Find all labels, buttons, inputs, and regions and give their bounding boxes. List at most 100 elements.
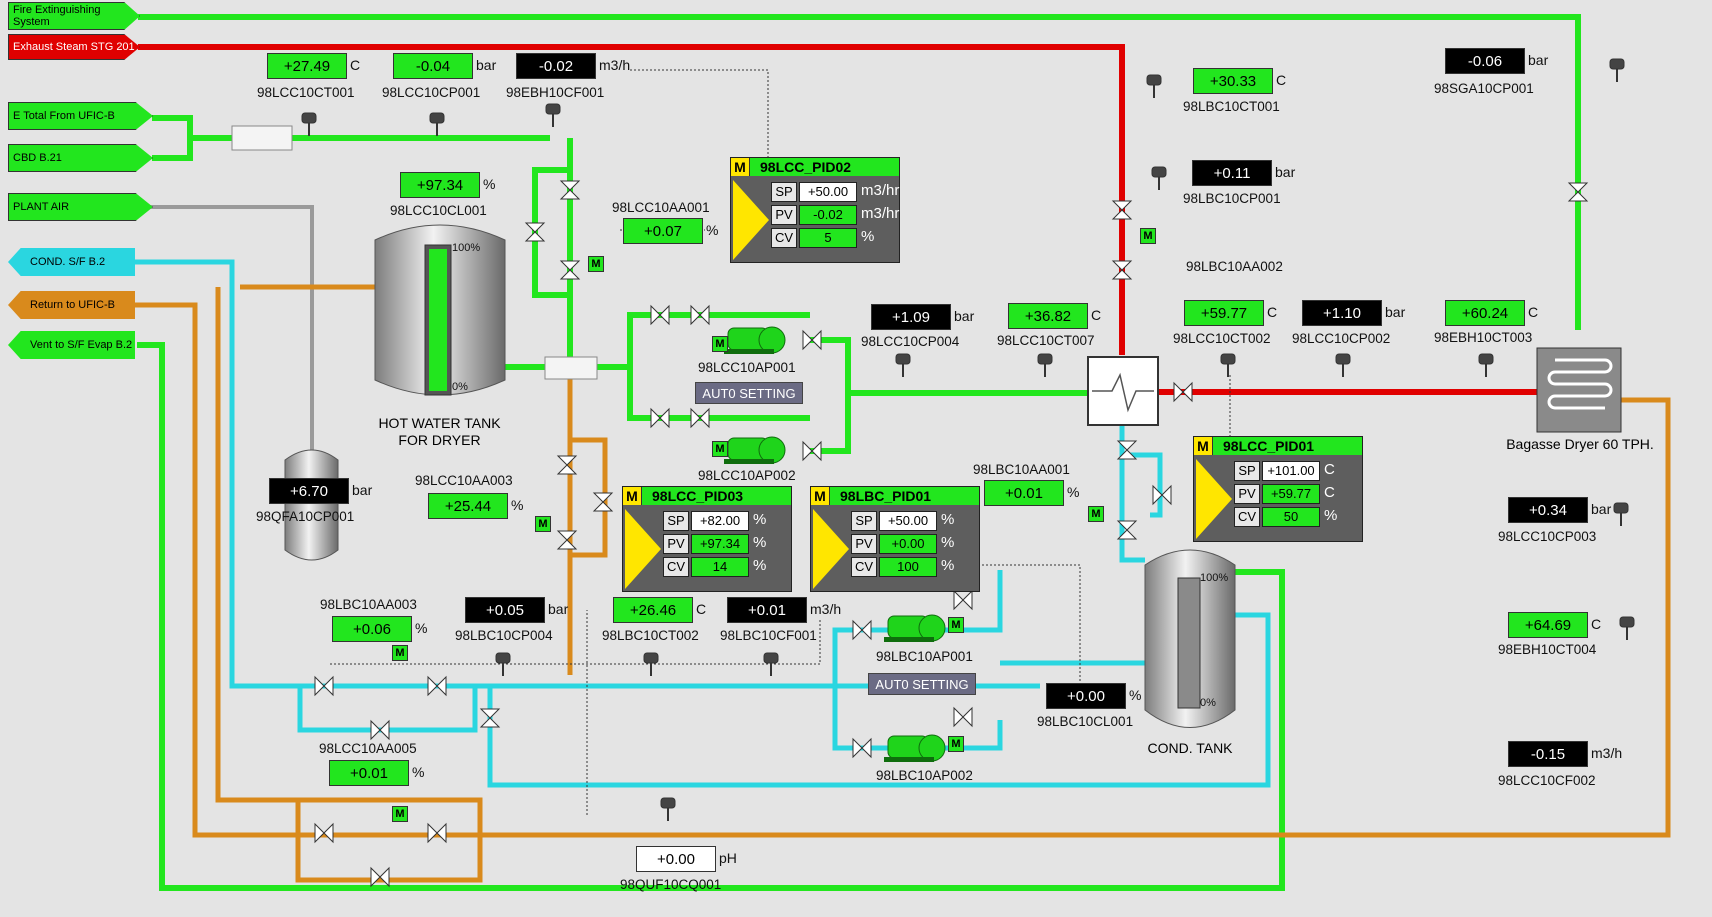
valve-icon[interactable]: [1173, 381, 1193, 403]
pid-value[interactable]: 5: [799, 228, 857, 248]
valve-icon[interactable]: [370, 719, 390, 741]
value-display-lbc-ct001[interactable]: +30.33: [1193, 68, 1273, 94]
sensor-icon[interactable]: [301, 112, 317, 136]
valve-icon[interactable]: [852, 619, 872, 641]
pid-value[interactable]: +82.00: [691, 511, 749, 531]
sensor-icon[interactable]: [660, 797, 676, 821]
pid-value[interactable]: 100: [879, 557, 937, 577]
value-display-quf-cq001[interactable]: +0.00: [636, 846, 716, 872]
pid-value[interactable]: +59.77: [1262, 484, 1320, 504]
valve-icon[interactable]: [650, 304, 670, 326]
valve-icon[interactable]: [370, 866, 390, 888]
valve-icon[interactable]: [802, 440, 822, 462]
value-display-lbc-cp004[interactable]: +0.05: [465, 597, 545, 623]
valve-icon[interactable]: [427, 675, 447, 697]
sensor-icon[interactable]: [1613, 502, 1629, 526]
value-display-sga-cp001[interactable]: -0.06: [1445, 48, 1525, 74]
value-display-lcc-aa005[interactable]: +0.01: [329, 760, 409, 786]
sensor-icon[interactable]: [1619, 616, 1635, 640]
pid-mode-badge[interactable]: M: [731, 158, 750, 176]
auto-setting-button-lbc[interactable]: AUT0 SETTING: [868, 673, 976, 695]
sensor-icon[interactable]: [763, 652, 779, 676]
valve-icon[interactable]: [559, 180, 581, 200]
pid-mode-badge[interactable]: M: [811, 487, 830, 505]
pid-value[interactable]: 14: [691, 557, 749, 577]
sensor-icon[interactable]: [429, 112, 445, 136]
value-display-lcc-cf002[interactable]: -0.15: [1508, 741, 1588, 767]
value-display-lbc-cp001[interactable]: +0.11: [1192, 160, 1272, 186]
value-display-lcc-ct002[interactable]: +59.77: [1184, 300, 1264, 326]
value-display-lbc-aa003[interactable]: +0.06: [332, 616, 412, 642]
valve-icon[interactable]: [427, 822, 447, 844]
valve-icon[interactable]: [690, 407, 710, 429]
value-display-lcc-cp004[interactable]: +1.09: [871, 304, 951, 330]
sensor-icon[interactable]: [643, 652, 659, 676]
sensor-icon[interactable]: [1146, 74, 1162, 98]
pid-value[interactable]: 50: [1262, 507, 1320, 527]
valve-icon[interactable]: [556, 455, 578, 475]
valve-icon[interactable]: [852, 737, 872, 759]
valve-icon[interactable]: [1111, 200, 1133, 220]
auto-setting-button-lcc[interactable]: AUT0 SETTING: [695, 382, 803, 404]
pid-mode-badge[interactable]: M: [623, 487, 642, 505]
valve-icon[interactable]: [524, 222, 546, 242]
valve-icon[interactable]: [1116, 440, 1138, 460]
sensor-icon[interactable]: [545, 103, 561, 127]
valve-icon[interactable]: [650, 407, 670, 429]
pid-value[interactable]: +101.00: [1262, 461, 1320, 481]
value-display-lcc-ct007[interactable]: +36.82: [1008, 303, 1088, 329]
value-display-ebh-ct003[interactable]: +60.24: [1445, 300, 1525, 326]
pid-value[interactable]: -0.02: [799, 205, 857, 225]
sensor-icon[interactable]: [495, 652, 511, 676]
inlet-e-total[interactable]: E Total From UFIC-B: [8, 102, 153, 130]
value-display-lbc-cf001[interactable]: +0.01: [727, 597, 807, 623]
pump-icon[interactable]: [724, 326, 786, 354]
sensor-icon[interactable]: [895, 353, 911, 377]
valve-icon[interactable]: [953, 589, 973, 611]
outlet-cond-sf[interactable]: COND. S/F B.2: [8, 248, 135, 276]
valve-icon[interactable]: [690, 304, 710, 326]
valve-icon[interactable]: [1152, 484, 1172, 506]
valve-icon[interactable]: [1116, 520, 1138, 540]
pid-mode-badge[interactable]: M: [1194, 437, 1213, 455]
sensor-icon[interactable]: [1478, 353, 1494, 377]
valve-icon[interactable]: [479, 708, 501, 728]
inlet-plant-air[interactable]: PLANT AIR: [8, 193, 153, 221]
value-display-lbc-aa001[interactable]: +0.01: [984, 480, 1064, 506]
value-display-lbc-cl001[interactable]: +0.00: [1046, 683, 1126, 709]
value-display-ebh-cf001[interactable]: -0.02: [516, 53, 596, 79]
pid-value[interactable]: +97.34: [691, 534, 749, 554]
sensor-icon[interactable]: [1037, 353, 1053, 377]
pump-icon[interactable]: [884, 614, 946, 642]
value-display-lbc-ct002[interactable]: +26.46: [613, 597, 693, 623]
pid-value[interactable]: +0.00: [879, 534, 937, 554]
value-display-lcc-aa003[interactable]: +25.44: [428, 493, 508, 519]
pump-icon[interactable]: [884, 734, 946, 762]
value-display-lcc-cp003[interactable]: +0.34: [1508, 497, 1588, 523]
sensor-icon[interactable]: [1335, 353, 1351, 377]
sensor-icon[interactable]: [1609, 58, 1625, 82]
valve-icon[interactable]: [556, 530, 578, 550]
valve-icon[interactable]: [559, 260, 581, 280]
valve-icon[interactable]: [314, 822, 334, 844]
value-display-lcc-aa001[interactable]: +0.07: [623, 218, 703, 244]
inlet-cbd[interactable]: CBD B.21: [8, 144, 153, 172]
value-display-lcc-ct001[interactable]: +27.49: [267, 53, 347, 79]
value-display-qfa-cp001[interactable]: +6.70: [269, 478, 349, 504]
pid-value[interactable]: +50.00: [879, 511, 937, 531]
value-display-lcc-cl001[interactable]: +97.34: [400, 172, 480, 198]
value-display-lcc-cp002[interactable]: +1.10: [1302, 300, 1382, 326]
pump-icon[interactable]: [724, 436, 786, 464]
outlet-return-ufic[interactable]: Return to UFIC-B: [8, 291, 135, 319]
sensor-icon[interactable]: [1151, 166, 1167, 190]
inlet-exhaust-steam[interactable]: Exhaust Steam STG 201: [8, 34, 140, 60]
inlet-fire-extinguishing[interactable]: Fire Extinguishing System: [8, 2, 140, 30]
value-display-lcc-cp001[interactable]: -0.04: [393, 53, 473, 79]
